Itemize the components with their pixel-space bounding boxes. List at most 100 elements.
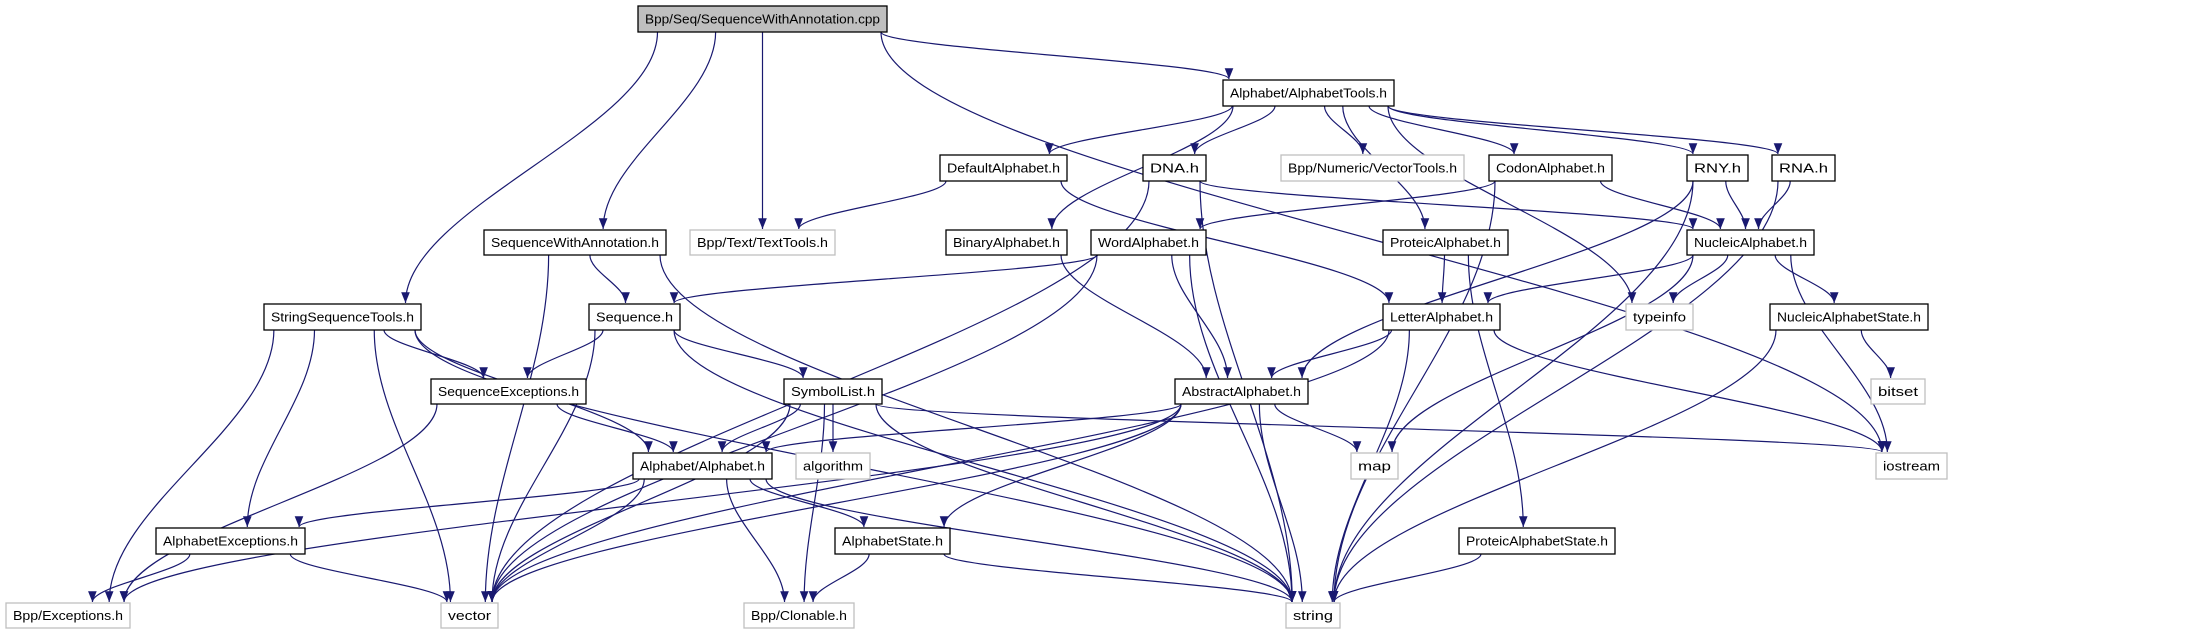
node-label: RNA.h: [1779, 161, 1828, 176]
node-box: [1285, 602, 1341, 629]
node-alphabettools[interactable]: Alphabet/AlphabetTools.h: [1222, 79, 1395, 107]
node-stringseqtools[interactable]: StringSequenceTools.h: [263, 303, 422, 331]
node-abstractalphabet[interactable]: AbstractAlphabet.h: [1174, 378, 1309, 405]
node-label: vector: [448, 608, 492, 623]
edge-stringseqtools-to-alphabetexceptions: [242, 329, 316, 528]
edge-alphabetexceptions-to-exceptions: [88, 553, 191, 603]
edge-symbollist-to-vector: [487, 403, 791, 603]
edge-abstractalphabet-to-exceptions: [119, 403, 1182, 603]
node-proteicalphabet[interactable]: ProteicAlphabet.h: [1382, 229, 1509, 256]
node-label: StringSequenceTools.h: [271, 310, 414, 325]
edge-proteicalphabet-to-letteralphabet: [1437, 254, 1447, 304]
edge-proteicalphabetstate-to-string: [1329, 553, 1482, 603]
node-label: SequenceExceptions.h: [438, 384, 579, 399]
edge-alphabet-to-clonable: [726, 478, 789, 603]
node-codonalphabet[interactable]: CodonAlphabet.h: [1488, 154, 1613, 182]
node-algorithm: algorithm: [795, 452, 871, 480]
node-bitset: bitset: [1870, 378, 1926, 405]
node-box: [834, 527, 951, 555]
edge-alphabettools-to-rny: [1387, 105, 1698, 155]
node-box: [1350, 452, 1399, 480]
node-box: [795, 452, 871, 480]
node-binaryalphabet[interactable]: BinaryAlphabet.h: [945, 229, 1068, 256]
node-label: AlphabetState.h: [842, 534, 943, 549]
edge-sequence-to-seqexceptions: [523, 329, 604, 379]
node-box: [1875, 452, 1948, 480]
node-label: DefaultAlphabet.h: [947, 161, 1060, 176]
edge-cpp-to-seqwithannot: [598, 31, 717, 230]
node-box: [945, 229, 1068, 256]
edge-codonalphabet-to-wordalphabet: [1195, 180, 1496, 230]
edge-seqwithannot-to-sequence: [589, 254, 630, 304]
node-label: iostream: [1883, 459, 1940, 474]
node-label: LetterAlphabet.h: [1390, 310, 1493, 325]
node-alphabetstate[interactable]: AlphabetState.h: [834, 527, 951, 555]
node-box: [1458, 527, 1616, 555]
node-label: Alphabet/AlphabetTools.h: [1230, 86, 1387, 101]
node-map: map: [1350, 452, 1399, 480]
edge-defaultalphabet-to-texttools: [794, 180, 947, 230]
edge-letteralphabet-to-abstractalphabet: [1267, 329, 1393, 379]
edge-rny-to-abstractalphabet: [1297, 180, 1694, 379]
edge-nucleicalphabet-to-nucleicalphabetstate: [1774, 254, 1839, 304]
edge-abstractalphabet-to-alphabetstate: [939, 403, 1182, 528]
edge-symbollist-to-iostream: [875, 403, 1886, 453]
node-letteralphabet[interactable]: LetterAlphabet.h: [1382, 303, 1501, 331]
node-box: [783, 378, 883, 405]
node-rna[interactable]: RNA.h: [1771, 154, 1836, 182]
node-symbollist[interactable]: SymbolList.h: [783, 378, 883, 405]
edge-alphabetstate-to-string: [943, 553, 1297, 603]
node-dna[interactable]: DNA.h: [1142, 154, 1207, 182]
edge-symbollist-to-string: [875, 403, 1297, 603]
edge-alphabet-to-alphabetstate: [749, 478, 869, 528]
edge-wordalphabet-to-vector: [487, 254, 1098, 603]
node-typeinfo: typeinfo: [1625, 303, 1694, 331]
node-sequence[interactable]: Sequence.h: [588, 303, 681, 331]
node-seqexceptions[interactable]: SequenceExceptions.h: [430, 378, 587, 405]
node-box: [1625, 303, 1694, 331]
node-label: bitset: [1878, 384, 1918, 399]
edge-alphabettools-to-dna: [1190, 105, 1276, 155]
edge-seqwithannot-to-vector: [481, 254, 550, 603]
edge-nucleicalphabetstate-to-bitset: [1860, 329, 1895, 379]
node-nucleicalphabet[interactable]: NucleicAlphabet.h: [1686, 229, 1815, 256]
edge-sequence-to-symbollist: [673, 329, 808, 379]
node-label: algorithm: [803, 459, 863, 474]
nodes-layer: Bpp/Seq/SequenceWithAnnotation.cppAlphab…: [5, 5, 1948, 629]
edge-wordalphabet-to-string: [1189, 254, 1297, 603]
node-box: [5, 602, 131, 629]
node-nucleicalphabetstate[interactable]: NucleicAlphabetState.h: [1769, 303, 1929, 331]
edge-rny-to-string: [1329, 180, 1694, 603]
node-box: [483, 229, 667, 256]
edge-abstractalphabet-to-string: [1258, 403, 1307, 603]
node-clonable: Bpp/Clonable.h: [743, 602, 855, 629]
node-label: map: [1358, 459, 1391, 474]
node-defaultalphabet[interactable]: DefaultAlphabet.h: [939, 154, 1068, 182]
node-label: ProteicAlphabet.h: [1390, 235, 1501, 250]
edge-alphabet-to-string: [765, 478, 1297, 603]
edge-dna-to-nucleicalphabet: [1199, 180, 1698, 230]
node-label: Bpp/Text/TextTools.h: [697, 235, 828, 250]
node-label: AlphabetExceptions.h: [163, 534, 298, 549]
node-texttools: Bpp/Text/TextTools.h: [689, 229, 836, 256]
node-wordalphabet[interactable]: WordAlphabet.h: [1090, 229, 1207, 256]
node-rny[interactable]: RNY.h: [1686, 154, 1749, 182]
node-alphabetexceptions[interactable]: AlphabetExceptions.h: [155, 527, 306, 555]
node-box: [1174, 378, 1309, 405]
edge-sequence-to-string: [673, 329, 1297, 603]
node-proteicalphabetstate[interactable]: ProteicAlphabetState.h: [1458, 527, 1616, 555]
node-alphabet[interactable]: Alphabet/Alphabet.h: [632, 452, 773, 480]
node-box: [430, 378, 587, 405]
edge-seqexceptions-to-alphabet: [556, 403, 678, 453]
node-exceptions: Bpp/Exceptions.h: [5, 602, 131, 629]
node-box: [1142, 154, 1207, 182]
edges-layer: [88, 31, 1895, 603]
node-vectortools: Bpp/Numeric/VectorTools.h: [1280, 154, 1465, 182]
node-box: [1382, 229, 1509, 256]
node-cpp[interactable]: Bpp/Seq/SequenceWithAnnotation.cpp: [637, 5, 888, 33]
node-seqwithannot[interactable]: SequenceWithAnnotation.h: [483, 229, 667, 256]
node-box: [263, 303, 422, 331]
node-vector: vector: [440, 602, 499, 629]
